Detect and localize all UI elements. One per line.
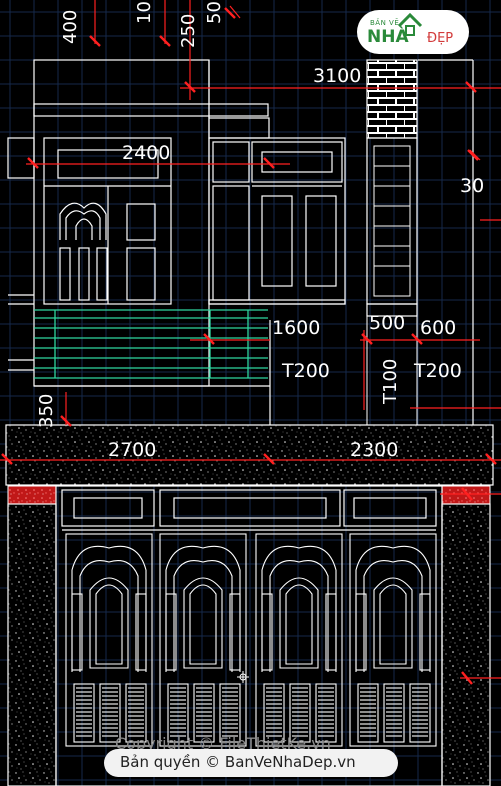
dim-t100: T100 — [380, 359, 401, 405]
balcony-railing — [34, 309, 268, 379]
house-icon — [397, 13, 423, 36]
dim-t200-left: T200 — [281, 360, 330, 382]
dim-400: 400 — [60, 10, 81, 44]
ground-floor-pillars — [7, 503, 491, 786]
dimension-ticks — [1, 7, 497, 685]
cursor-crosshair — [237, 671, 249, 683]
door-leaf — [65, 533, 153, 747]
site-logo: BẢN VẼ NHÀ ĐẸP — [357, 10, 469, 54]
dim-10: 10 — [134, 1, 155, 24]
brick-column — [366, 59, 418, 425]
dim-350: 350 — [36, 394, 57, 428]
logo-main-text: NHÀ — [367, 27, 409, 47]
upper-middle-door — [208, 137, 346, 305]
door-leaf — [349, 533, 437, 747]
dim-1600: 1600 — [272, 317, 320, 339]
copyright-watermark: Copyright © FileThietKe.vn — [115, 734, 331, 753]
dim-500: 500 — [369, 312, 405, 334]
door-leaf — [255, 533, 343, 747]
dimension-lines — [0, 0, 501, 679]
dim-3100: 3100 — [313, 65, 361, 87]
dim-600: 600 — [420, 317, 456, 339]
logo-sub-text: ĐẸP — [427, 31, 454, 46]
credit-text: Bản quyền © BanVeNhaDep.vn — [120, 753, 356, 771]
credit-badge: Bản quyền © BanVeNhaDep.vn — [104, 749, 398, 777]
dim-50: 50 — [204, 1, 225, 24]
dim-2700: 2700 — [108, 439, 156, 461]
dim-2400: 2400 — [122, 142, 170, 164]
dim-30: 30 — [460, 175, 484, 197]
ground-floor-door-frame — [55, 485, 443, 786]
dim-250: 250 — [178, 14, 199, 48]
door-leaf — [159, 533, 247, 747]
dim-t200-right: T200 — [413, 360, 462, 382]
floor-slab — [5, 424, 494, 505]
dim-2300: 2300 — [350, 439, 398, 461]
logo-top-text: BẢN VẼ — [370, 19, 400, 27]
ground-floor-door-leaves — [65, 533, 437, 747]
